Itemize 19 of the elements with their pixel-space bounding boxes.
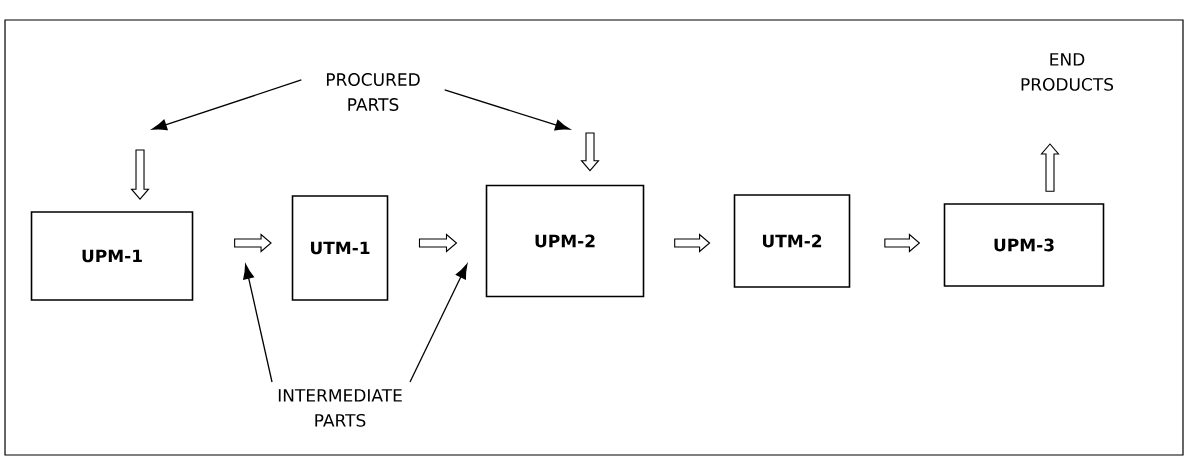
callout-text: END PRODUCTS <box>1021 53 1114 91</box>
process-box: UPM-3 <box>943 203 1105 287</box>
process-box: UTM-1 <box>291 195 389 301</box>
block-arrow <box>234 233 272 253</box>
process-box: UTM-2 <box>733 194 851 288</box>
block-arrow <box>884 233 921 253</box>
process-box: UPM-2 <box>485 184 645 298</box>
process-box: UPM-1 <box>30 211 194 301</box>
block-arrow <box>1040 143 1060 192</box>
block-arrow <box>418 233 458 253</box>
block-arrow <box>130 149 150 201</box>
callout-text: INTERMEDIATE PARTS <box>278 389 402 427</box>
block-arrow <box>674 233 711 253</box>
leader-line <box>243 264 273 383</box>
leader-line <box>444 89 570 131</box>
leader-line <box>409 263 468 383</box>
leader-line <box>152 79 302 131</box>
block-arrow <box>580 132 600 172</box>
callout-text: PROCURED PARTS <box>326 73 420 111</box>
